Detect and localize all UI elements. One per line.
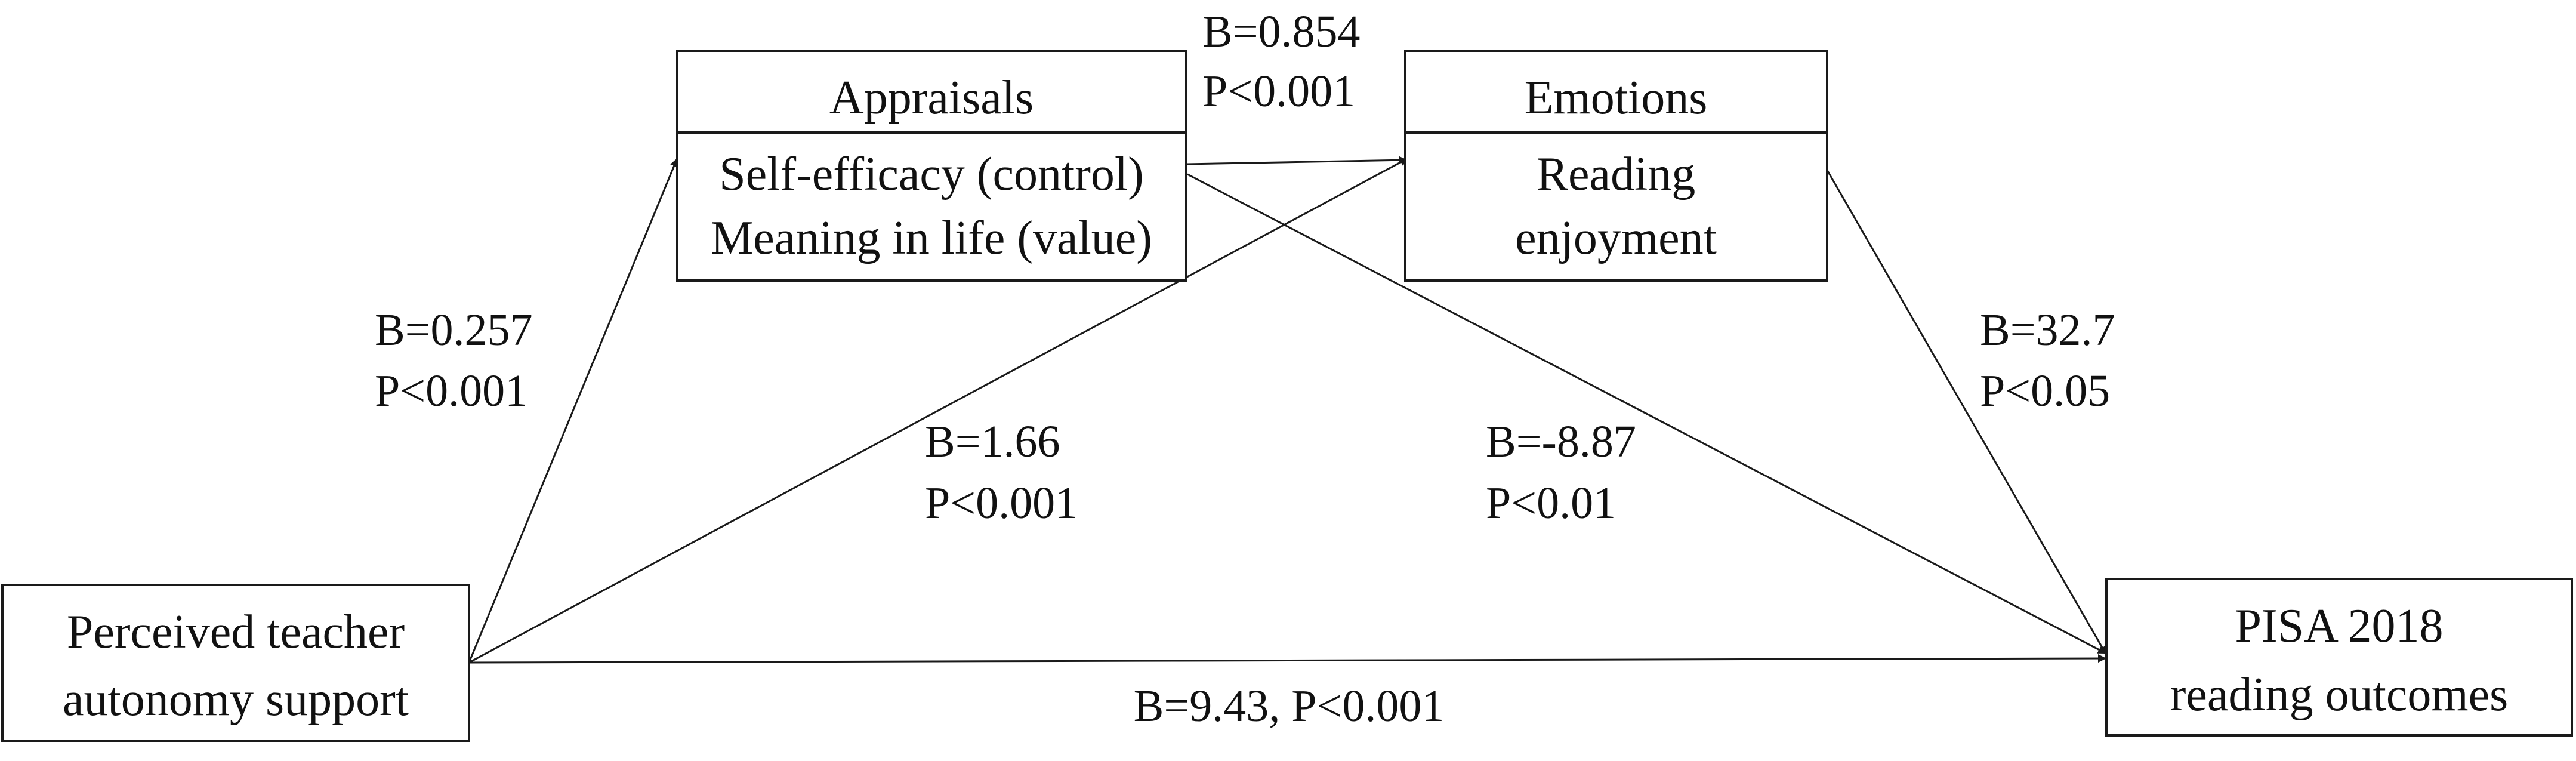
- edge-teacher-to-pisa: [468, 654, 2107, 664]
- stat-teacher-to-pisa: B=9.43, P<0.001: [1134, 681, 1445, 731]
- stat-b: B=0.257: [375, 305, 533, 355]
- stat-b: B=-8.87: [1486, 417, 1636, 467]
- edge-teacher-to-appraisals: [468, 158, 678, 663]
- appraisals-line2: Meaning in life (value): [711, 212, 1152, 264]
- appraisals-header: Appraisals: [829, 72, 1034, 124]
- stat-label: B=9.43, P<0.001: [1134, 681, 1445, 731]
- stat-p: P<0.001: [375, 366, 527, 416]
- edge-emotions-to-pisa: [1826, 170, 2108, 655]
- stat-b: B=32.7: [1980, 305, 2115, 355]
- pisa-line2: reading outcomes: [2170, 668, 2508, 721]
- teacher-support-node: Perceived teacher autonomy support: [1, 584, 470, 742]
- edge-appraisals-to-emotions: [1186, 156, 1408, 165]
- stat-teacher-to-appraisals: B=0.257 P<0.001: [375, 305, 533, 416]
- appraisals-node: Appraisals Self-efficacy (control) Meani…: [676, 50, 1187, 282]
- emotions-line1: Reading: [1537, 148, 1696, 201]
- teacher-support-line1: Perceived teacher: [67, 606, 405, 658]
- stat-appraisals-to-emotions: B=0.854 P<0.001: [1202, 7, 1361, 116]
- teacher-support-line2: autonomy support: [63, 673, 409, 726]
- edge-teacher-to-emotions: [468, 157, 1409, 664]
- stat-b: B=0.854: [1202, 7, 1361, 57]
- pisa-line1: PISA 2018: [2235, 600, 2444, 652]
- stat-p: P<0.001: [925, 478, 1078, 528]
- stat-teacher-to-emotions: B=1.66 P<0.001: [925, 417, 1078, 528]
- emotions-node: Emotions Reading enjoyment: [1404, 50, 1828, 282]
- stat-p: P<0.01: [1486, 478, 1616, 528]
- emotions-line2: enjoyment: [1515, 212, 1717, 264]
- stat-b: B=1.66: [925, 417, 1060, 467]
- appraisals-line1: Self-efficacy (control): [719, 148, 1143, 201]
- stat-p: P<0.05: [1980, 366, 2110, 416]
- pisa-outcomes-node: PISA 2018 reading outcomes: [2105, 578, 2573, 737]
- edge-appraisals-to-pisa: [1187, 173, 2107, 655]
- emotions-header: Emotions: [1525, 72, 1708, 124]
- stat-appraisals-to-pisa: B=-8.87 P<0.01: [1486, 417, 1636, 528]
- stat-emotions-to-pisa: B=32.7 P<0.05: [1980, 305, 2115, 416]
- stat-p: P<0.001: [1202, 66, 1355, 116]
